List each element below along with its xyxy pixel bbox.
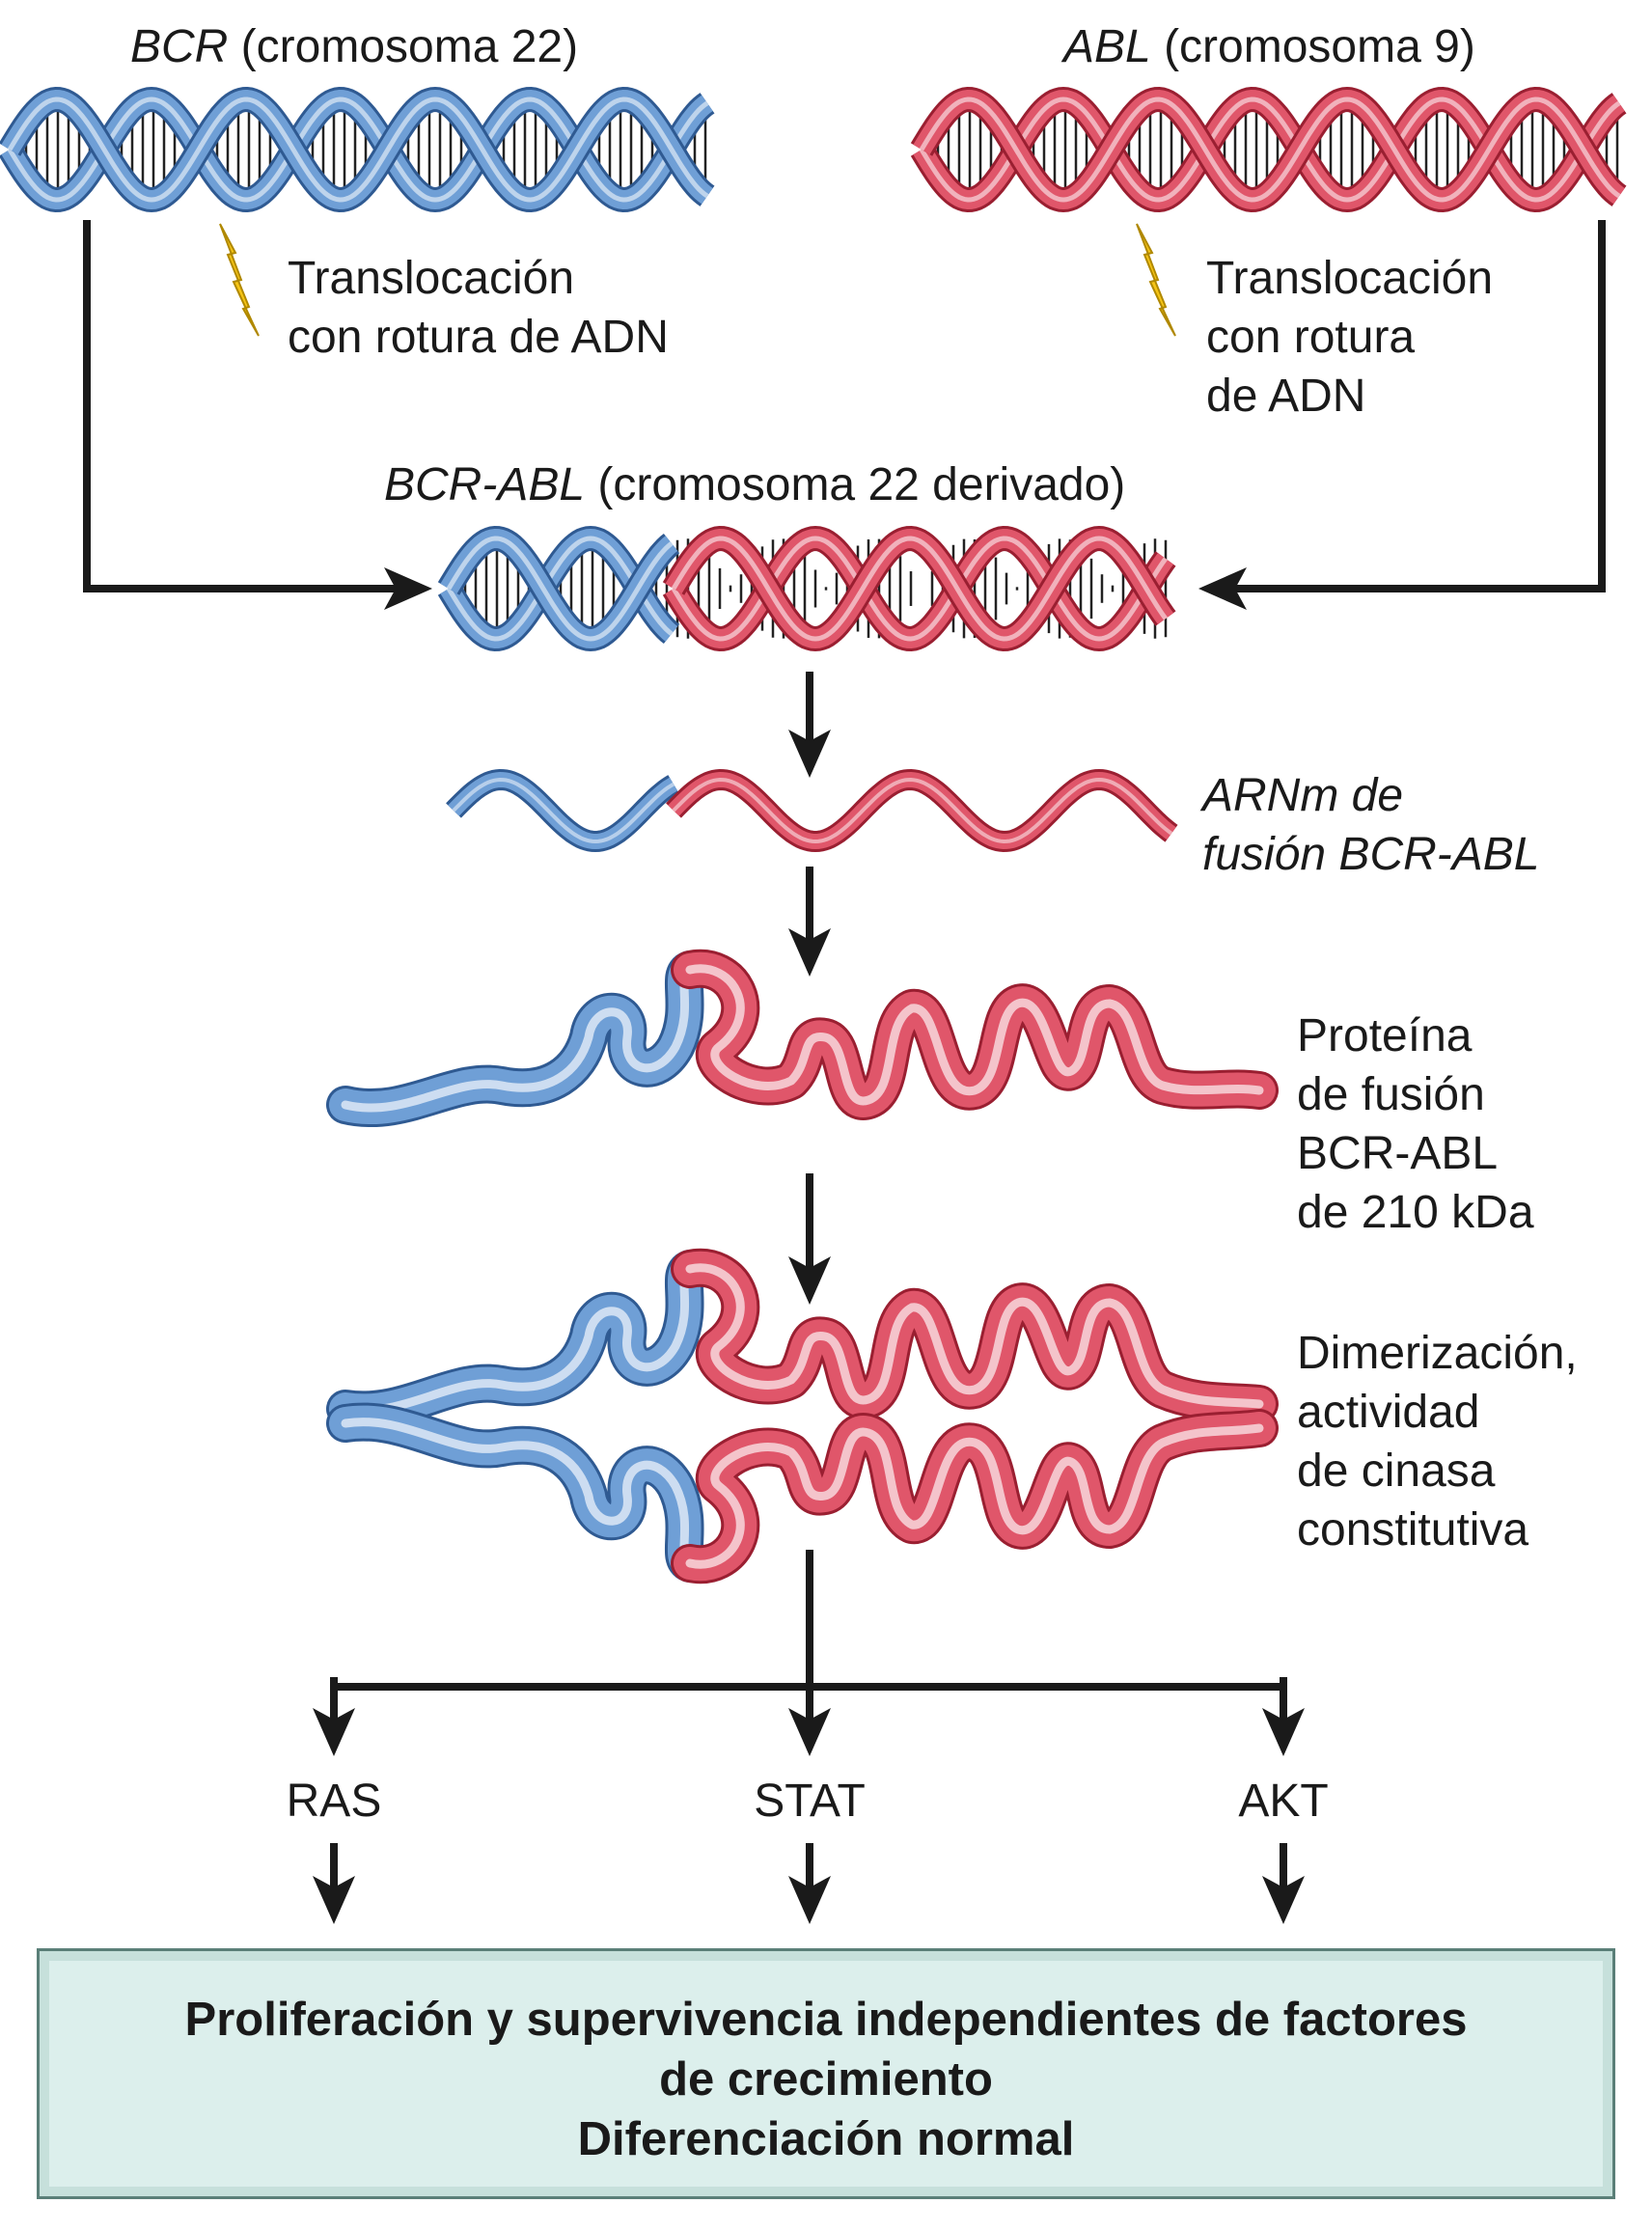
protein-tube-highlight xyxy=(341,1418,695,1568)
pathway-ras: RAS xyxy=(286,1776,382,1827)
fusion-header: BCR-ABL (cromosoma 22 derivado) xyxy=(384,459,1126,510)
arrowhead-down xyxy=(788,1876,831,1924)
lightning-bolt-icon xyxy=(219,223,260,337)
bcr-dna-helix xyxy=(0,86,715,213)
protein-label-line: de fusión xyxy=(1297,1069,1485,1120)
connector-arrows xyxy=(83,220,1606,1897)
protein-tube-highlight xyxy=(341,1264,695,1415)
arrowhead-right xyxy=(384,567,432,610)
helix-strand-highlight xyxy=(7,96,709,203)
dimer-label-line: constitutiva xyxy=(1297,1504,1529,1556)
lightning-bolt-icon xyxy=(1136,223,1176,337)
helix-strand-highlight xyxy=(446,536,674,642)
outcome-line: Diferenciación normal xyxy=(577,2113,1075,2165)
break-label-line: con rotura xyxy=(1206,312,1416,363)
bcr-header: BCR (cromosoma 22) xyxy=(130,21,579,72)
protein-label: Proteína de fusión BCR-ABL de 210 kDa xyxy=(1297,1006,1534,1242)
arrowhead-down xyxy=(313,1708,355,1756)
mrna-label: ARNm de fusión BCR-ABL xyxy=(1202,766,1539,884)
mrna-label-line: ARNm de xyxy=(1202,770,1404,821)
fusion-protein-coil xyxy=(326,949,1279,1128)
abl-dna-helix xyxy=(910,86,1627,213)
bcr-abl-dna-helix xyxy=(437,525,1176,652)
outcome-line: de crecimiento xyxy=(659,2053,993,2106)
fusion-mrna-strand xyxy=(446,768,1178,853)
outcome-line: Proliferación y supervivencia independie… xyxy=(184,1994,1468,2046)
helix-strand-highlight xyxy=(671,536,1169,642)
arrowhead-down xyxy=(1262,1708,1305,1756)
break-label-line: con rotura de ADN xyxy=(288,312,669,363)
mrna-label-line: fusión BCR-ABL xyxy=(1202,829,1540,880)
helix-strand-highlight xyxy=(919,96,1621,203)
pathway-akt: AKT xyxy=(1238,1776,1329,1827)
arrowhead-left xyxy=(1198,567,1247,610)
pathway-stat: STAT xyxy=(754,1776,866,1827)
protein-label-line: Proteína xyxy=(1297,1010,1473,1061)
dimerized-protein-coil xyxy=(326,1248,1279,1584)
protein-tube-highlight xyxy=(341,965,695,1113)
mrna-highlight xyxy=(452,777,675,844)
arrowheads xyxy=(313,567,1305,1924)
bcr-to-fusion-arrow xyxy=(83,220,396,592)
helix-strand-highlight xyxy=(671,536,1169,642)
helix-strand-highlight xyxy=(7,96,709,203)
break-label-line: de ADN xyxy=(1206,371,1366,422)
arrowhead-down xyxy=(788,928,831,977)
break-label-line: Translocación xyxy=(1206,253,1494,304)
break-label-left: Translocación con rotura de ADN xyxy=(288,249,669,367)
helix-strand-highlight xyxy=(919,96,1621,203)
mrna-highlight xyxy=(672,777,1173,844)
protein-tube-highlight xyxy=(685,1423,1264,1569)
dimer-label-line: Dimerización, xyxy=(1297,1328,1578,1379)
outcome-text: Proliferación y supervivencia independie… xyxy=(40,1990,1612,2169)
arrowhead-down xyxy=(788,730,831,778)
arrowhead-down xyxy=(788,1708,831,1756)
break-label-line: Translocación xyxy=(288,253,575,304)
break-label-right: Translocación con rotura de ADN xyxy=(1206,249,1493,426)
abl-to-fusion-arrow xyxy=(1208,220,1606,592)
dimer-label-line: de cinasa xyxy=(1297,1446,1496,1497)
arrowhead-down xyxy=(1262,1876,1305,1924)
protein-label-line: BCR-ABL xyxy=(1297,1128,1499,1179)
dimer-label-line: actividad xyxy=(1297,1387,1480,1438)
arrowhead-down xyxy=(313,1876,355,1924)
arrowhead-down xyxy=(788,1256,831,1305)
outcome-box: Proliferación y supervivencia independie… xyxy=(37,1948,1615,2199)
protein-tube-highlight xyxy=(685,964,1264,1106)
protein-tube-highlight xyxy=(685,1263,1264,1409)
dimer-label: Dimerización, actividad de cinasa consti… xyxy=(1297,1324,1578,1559)
abl-header: ABL (cromosoma 9) xyxy=(1063,21,1475,72)
protein-tube xyxy=(674,951,1276,1117)
protein-label-line: de 210 kDa xyxy=(1297,1187,1534,1238)
